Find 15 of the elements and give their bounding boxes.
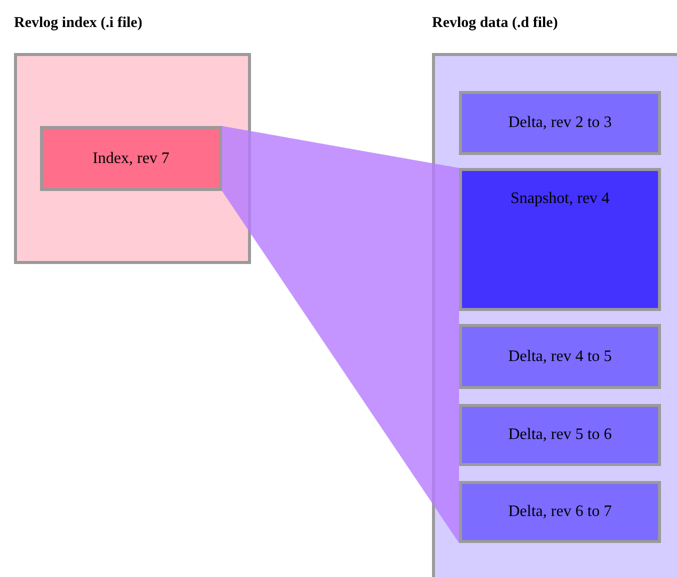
connector-band (222, 126, 459, 543)
box-label: Index, rev 7 (92, 148, 170, 168)
panel-heading: Revlog data (.d file) (432, 14, 558, 33)
snapshot-box (459, 168, 661, 311)
box-label: Delta, rev 4 to 5 (508, 346, 612, 366)
box-label: Delta, rev 5 to 6 (508, 425, 612, 445)
box-label: Delta, rev 2 to 3 (508, 113, 612, 133)
delta-box (459, 91, 661, 155)
box-label: Delta, rev 6 to 7 (508, 502, 612, 522)
panel-heading: Revlog index (.i file) (14, 14, 142, 33)
delta-box (459, 324, 661, 389)
index-box (40, 126, 222, 191)
box-label: Snapshot, rev 4 (510, 189, 610, 209)
delta-box (459, 481, 661, 543)
delta-box (459, 404, 661, 466)
